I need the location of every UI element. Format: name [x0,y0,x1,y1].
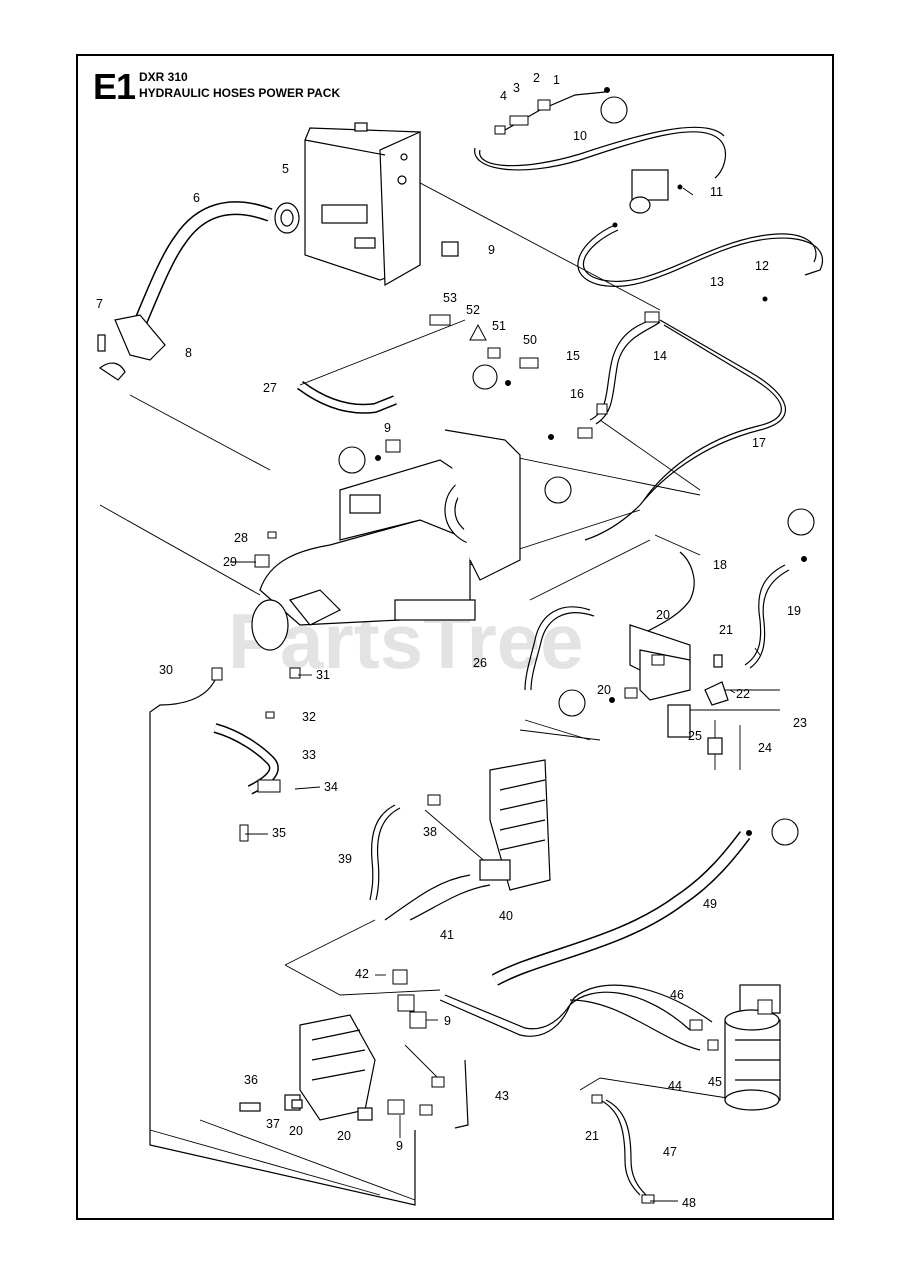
callouts: 1 2 3 4 5 6 7 8 9 9 9 9 10 11 12 13 14 1… [96,71,807,1210]
callout-1: 1 [553,73,560,87]
hose-44 [439,991,691,1037]
callout-2: 2 [533,71,540,85]
callout-leaders [230,187,761,1202]
callout-29: 29 [223,555,237,569]
callout-24: 24 [758,741,772,755]
callout-27: 27 [263,381,277,395]
callout-34: 34 [324,780,338,794]
callout-51: 51 [492,319,506,333]
callout-20-block: 20 [597,683,611,697]
pump-upper-right [629,169,669,214]
callout-20-lower-a: 20 [289,1124,303,1138]
valve-manifold-40 [479,759,551,891]
callout-43: 43 [495,1089,509,1103]
callout-46: 46 [670,988,684,1002]
callout-9-valve: 9 [444,1014,451,1028]
callout-37: 37 [266,1117,280,1131]
pipe-6 [129,202,272,338]
hose-39 [369,804,396,901]
callout-50: 50 [523,333,537,347]
callout-28: 28 [234,531,248,545]
callout-21-lower: 21 [585,1129,599,1143]
callout-26: 26 [473,656,487,670]
hose-18 [639,551,695,636]
callout-35: 35 [272,826,286,840]
callout-47: 47 [663,1145,677,1159]
callout-8: 8 [185,346,192,360]
hose-26 [524,606,591,691]
callout-14: 14 [653,349,667,363]
hose-10 [474,131,727,179]
callout-44: 44 [668,1079,682,1093]
callout-11: 11 [710,185,723,199]
callout-53: 53 [443,291,457,305]
callout-7: 7 [96,297,103,311]
callout-10: 10 [573,129,587,143]
small-fittings [211,99,773,1204]
callout-52: 52 [466,303,480,317]
callout-20-lower-b: 20 [337,1129,351,1143]
callout-9-tank: 9 [488,243,495,257]
callout-19: 19 [787,604,801,618]
callout-3: 3 [513,81,520,95]
hose-30 [149,679,416,1206]
pipe-fittings-7-8 [97,314,166,381]
callout-20-right: 20 [656,608,670,622]
callout-4: 4 [500,89,507,103]
callout-40: 40 [499,909,513,923]
section-code: E1 [93,66,136,107]
hose-17 [584,319,787,541]
callout-9-lower: 9 [396,1139,403,1153]
hose-41 [409,884,491,921]
hose-46 [444,984,713,1030]
callout-25: 25 [688,729,702,743]
pump-lower-right [724,984,781,1111]
callout-45: 45 [708,1075,722,1089]
valve-block-right [629,624,729,755]
hose-43 [454,1059,469,1129]
reference-lines [99,129,780,1201]
hose-47 [599,1099,641,1196]
callout-16: 16 [570,387,584,401]
callout-36: 36 [244,1073,258,1087]
callout-42: 42 [355,967,369,981]
diagram-title: HYDRAULIC HOSES POWER PACK [139,86,341,100]
callout-48: 48 [682,1196,696,1210]
hydraulic-tank [304,122,459,287]
fitting-markers [375,87,807,836]
callout-31: 31 [316,668,330,682]
valve-block-lower [239,1014,376,1121]
callout-30: 30 [159,663,173,677]
callout-23: 23 [793,716,807,730]
callout-22: 22 [736,687,750,701]
hose-27 [297,382,397,413]
reference-circles [338,96,815,846]
callout-9-motor: 9 [384,421,391,435]
callout-39: 39 [338,852,352,866]
flange-5 [274,202,300,234]
callout-18: 18 [713,558,727,572]
hose-49 [492,831,749,985]
callout-49: 49 [703,897,717,911]
diagram-frame [76,54,834,1220]
callout-41: 41 [440,928,454,942]
model-name: DXR 310 [139,70,188,84]
callout-5: 5 [282,162,289,176]
callout-21-right: 21 [719,623,733,637]
callout-32: 32 [302,710,316,724]
callout-12: 12 [755,259,769,273]
callout-38: 38 [423,825,437,839]
callout-15: 15 [566,349,580,363]
hose-19 [744,564,786,666]
callout-17: 17 [752,436,766,450]
callout-33: 33 [302,748,316,762]
callout-6: 6 [193,191,200,205]
motor-assembly [251,429,521,651]
callout-13: 13 [710,275,724,289]
